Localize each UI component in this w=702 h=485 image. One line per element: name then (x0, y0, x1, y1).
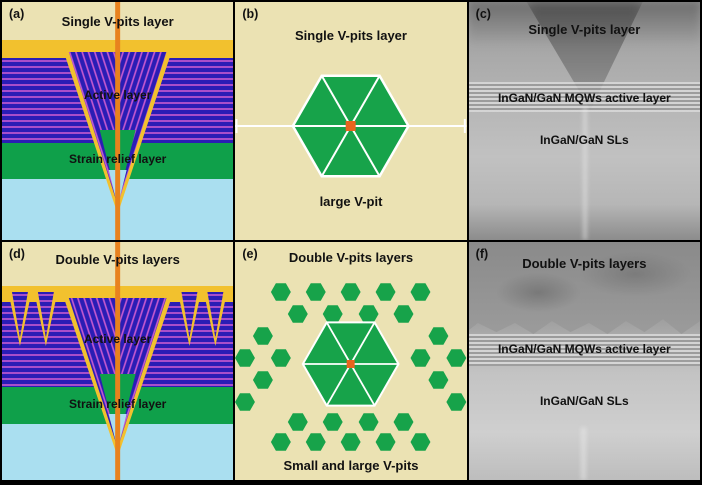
v-pit-mqw-right (117, 298, 167, 448)
small-hexagon (253, 371, 274, 389)
small-hexagon (288, 305, 309, 323)
sls-label: InGaN/GaN SLs (539, 133, 629, 147)
small-hexagon-field (235, 283, 467, 451)
v-pit-mqw-right (117, 52, 167, 205)
small-hexagon (341, 433, 361, 451)
panel-caption: large V-pit (319, 194, 383, 209)
small-hexagon (375, 283, 396, 301)
small-hexagon (428, 327, 449, 345)
active-layer-label: Active layer (83, 88, 152, 102)
small-hexagon (253, 327, 274, 345)
dislocation-streak (580, 427, 586, 480)
small-hexagon (393, 413, 414, 431)
v-pit-mqw-left (68, 298, 118, 448)
small-hexagon (306, 433, 327, 451)
small-hexagon (358, 413, 379, 431)
small-hexagon (358, 305, 379, 323)
panel-tag: (e) (242, 247, 258, 261)
hexagon-diagram-double (235, 242, 467, 480)
small-hexagon (446, 349, 467, 367)
small-hexagon (235, 393, 256, 411)
small-hexagon (375, 433, 396, 451)
dislocation-line (115, 242, 121, 480)
panel-title: Single V-pits layer (61, 14, 174, 29)
small-hexagon (235, 349, 256, 367)
facet-lines (303, 321, 399, 407)
v-pit-mqw-left (68, 52, 118, 205)
small-hexagon (410, 283, 431, 301)
panel-tag: (d) (9, 247, 25, 261)
facet-lines (293, 75, 409, 177)
sls-label: InGaN/GaN SLs (539, 394, 629, 408)
panel-tag: (f) (475, 247, 489, 261)
panel-a: (a) Single V-pits layer Active layer Str… (2, 2, 234, 240)
small-hexagon (271, 433, 292, 451)
small-hexagon (323, 413, 344, 431)
panel-title: Double V-pits layers (55, 252, 180, 267)
strain-layer-label: Strain relief layer (68, 152, 167, 166)
small-hexagon (393, 305, 414, 323)
small-hexagon (410, 349, 431, 367)
active-layer-label: Active layer (83, 332, 152, 346)
strain-layer-label: Strain relief layer (68, 397, 167, 411)
dislocation-streak (582, 107, 587, 240)
panel-tag: (c) (475, 7, 491, 21)
panel-tag: (a) (9, 7, 25, 21)
hexagon-diagram-single (235, 2, 467, 240)
panel-tag: (b) (242, 7, 259, 21)
small-hexagon (410, 433, 431, 451)
panel-title: Single V-pits layer (294, 28, 407, 43)
mqw-label: InGaN/GaN MQWs active layer (497, 91, 671, 105)
dislocation-line (115, 2, 121, 240)
panel-title: Single V-pits layer (528, 22, 641, 37)
small-hexagon (341, 283, 361, 301)
pit-core (347, 360, 355, 368)
mqw-label: InGaN/GaN MQWs active layer (497, 342, 671, 356)
panel-title: Double V-pits layers (522, 256, 647, 271)
sem-rough-top-band (468, 242, 700, 334)
small-hexagon (323, 305, 344, 323)
panel-d: (d) Double V-pits layers Active layer St… (2, 242, 234, 480)
panel-e: (e) Double V-pits layers Small and large… (235, 242, 467, 480)
schematic-single-vpit (2, 2, 234, 240)
small-hexagon (306, 283, 327, 301)
small-v-pits (6, 286, 229, 346)
small-hexagon (446, 393, 467, 411)
small-hexagon (288, 413, 309, 431)
panel-caption: Small and large V-pits (283, 458, 419, 473)
mqw-stripes (468, 334, 700, 366)
small-hexagon (428, 371, 449, 389)
panel-c: (c) Single V-pits layer InGaN/GaN MQWs a… (468, 2, 700, 240)
panel-title: Double V-pits layers (288, 250, 414, 265)
small-hexagon (271, 349, 292, 367)
small-hexagon (271, 283, 292, 301)
panel-b: (b) Single V-pits layer large V-pit (235, 2, 467, 240)
schematic-double-vpit (2, 242, 234, 480)
pit-core (346, 121, 356, 131)
panel-f: (f) Double V-pits layers InGaN/GaN MQWs … (468, 242, 700, 480)
